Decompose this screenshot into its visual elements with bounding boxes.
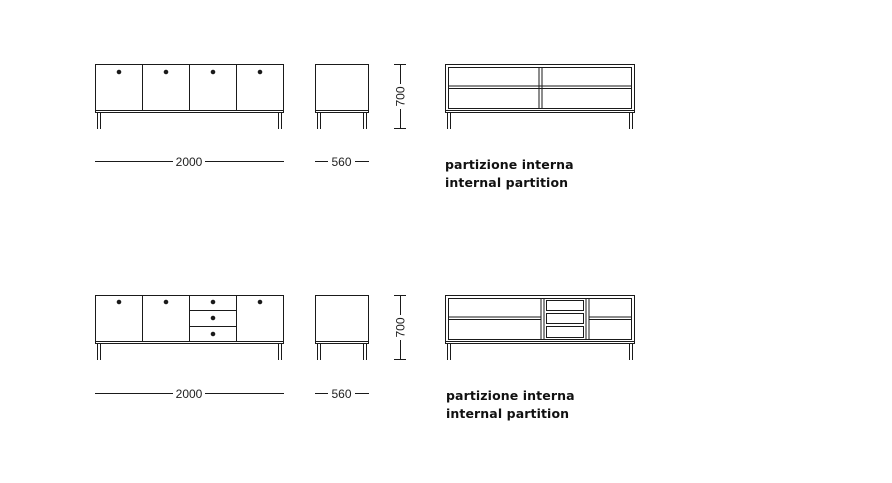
height-label: 700 xyxy=(394,86,408,106)
row-2: 700 2000 xyxy=(95,295,635,401)
side-view xyxy=(315,295,369,360)
base-plinth xyxy=(95,110,284,113)
caption-row-2: partizione interna internal partition xyxy=(446,387,575,423)
side-plinth xyxy=(315,110,369,113)
drawer-knob xyxy=(210,331,216,337)
height-dimension: 700 xyxy=(394,295,408,360)
door-knob xyxy=(257,299,263,305)
front-view-doors-drawers xyxy=(95,295,284,360)
depth-label: 560 xyxy=(331,155,351,169)
width-label: 2000 xyxy=(176,155,203,169)
depth-label: 560 xyxy=(331,387,351,401)
caption-italian: partizione interna xyxy=(446,388,575,403)
side-view xyxy=(315,64,369,129)
internal-drawer xyxy=(546,300,584,311)
side-body xyxy=(315,64,369,111)
door-knob xyxy=(210,69,216,75)
width-label: 2000 xyxy=(176,387,203,401)
caption-english: internal partition xyxy=(446,406,570,421)
front-view-four-doors xyxy=(95,64,284,129)
base-plinth xyxy=(445,110,635,113)
side-plinth xyxy=(315,341,369,344)
height-label: 700 xyxy=(394,317,408,337)
door-knob xyxy=(257,69,263,75)
internal-drawer xyxy=(546,313,584,324)
depth-dimension: 560 xyxy=(315,155,369,169)
door-knob xyxy=(163,299,169,305)
caption-italian: partizione interna xyxy=(445,157,574,172)
depth-dimension: 560 xyxy=(315,387,369,401)
door-knob xyxy=(116,299,122,305)
width-dimension: 2000 xyxy=(95,155,284,169)
height-dimension: 700 xyxy=(394,64,408,129)
caption-english: internal partition xyxy=(445,175,569,190)
base-plinth xyxy=(95,341,284,344)
caption-row-1: partizione interna internal partition xyxy=(445,156,574,192)
internal-partition-view xyxy=(445,295,635,360)
interior-outer xyxy=(445,295,635,342)
side-body xyxy=(315,295,369,342)
door-knob xyxy=(163,69,169,75)
internal-partition-view xyxy=(445,64,635,129)
door-knob xyxy=(116,69,122,75)
drawer-knob xyxy=(210,315,216,321)
internal-drawer xyxy=(546,326,584,338)
drawer-knob xyxy=(210,299,216,305)
interior-outer xyxy=(445,64,635,111)
width-dimension: 2000 xyxy=(95,387,284,401)
row-1: 700 2000 560 xyxy=(95,64,635,169)
base-plinth xyxy=(445,341,635,344)
